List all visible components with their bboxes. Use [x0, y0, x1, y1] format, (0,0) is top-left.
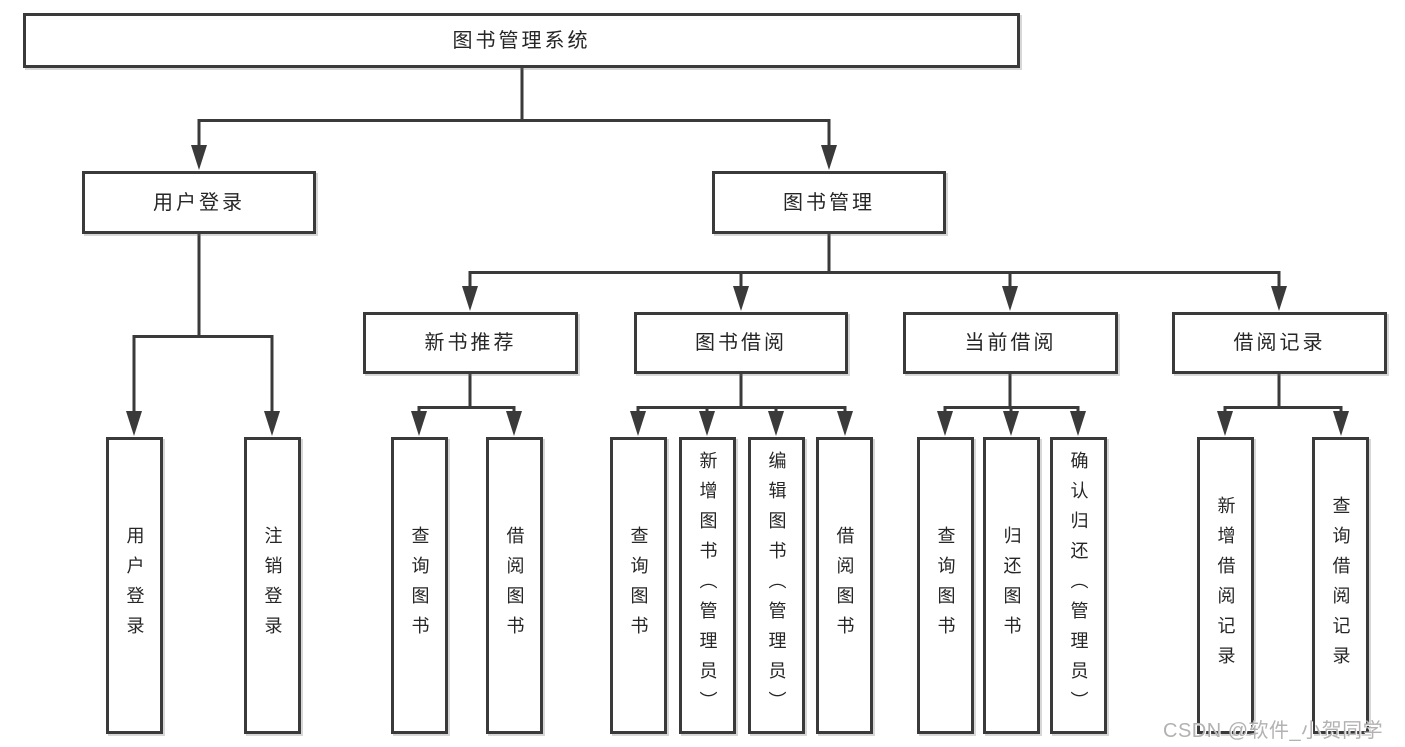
leaf-borrow-books-recommend: 借阅图书	[486, 437, 543, 734]
leaf-return-book: 归还图书	[983, 437, 1040, 734]
leaf-add-borrow-record-label: 新增借阅记录	[1215, 495, 1236, 676]
node-book-management: 图书管理	[712, 171, 946, 234]
leaf-borrow-books-borrow-label: 借阅图书	[834, 525, 855, 646]
leaf-add-book-admin: 新增图书（管理员）	[679, 437, 736, 734]
node-library-system: 图书管理系统	[23, 13, 1020, 68]
leaf-edit-book-admin: 编辑图书（管理员）	[748, 437, 805, 734]
node-user-login-label: 用户登录	[153, 191, 245, 214]
leaf-add-book-admin-label: 新增图书（管理员）	[697, 450, 718, 721]
node-book-management-label: 图书管理	[783, 191, 875, 214]
node-new-book-recommend-label: 新书推荐	[424, 332, 517, 354]
leaf-query-borrow-record-label: 查询借阅记录	[1330, 495, 1351, 676]
leaf-query-books-current: 查询图书	[917, 437, 974, 734]
leaf-logout-label: 注销登录	[262, 525, 283, 646]
leaf-borrow-books-recommend-label: 借阅图书	[504, 525, 525, 646]
leaf-query-books-recommend-label: 查询图书	[409, 525, 430, 646]
node-user-login: 用户登录	[82, 171, 316, 234]
leaf-borrow-books-borrow: 借阅图书	[816, 437, 873, 734]
leaf-query-borrow-record: 查询借阅记录	[1312, 437, 1369, 734]
node-borrow-records-label: 借阅记录	[1233, 332, 1326, 354]
leaf-user-login: 用户登录	[106, 437, 163, 734]
leaf-add-borrow-record: 新增借阅记录	[1197, 437, 1254, 734]
node-book-borrow-label: 图书借阅	[695, 332, 787, 354]
watermark: CSDN @软件_小贺同学	[1163, 720, 1384, 742]
node-current-borrow: 当前借阅	[903, 312, 1118, 374]
leaf-user-login-label: 用户登录	[124, 525, 145, 646]
leaf-query-books-borrow-label: 查询图书	[628, 525, 649, 646]
node-book-borrow: 图书借阅	[634, 312, 848, 374]
node-library-system-label: 图书管理系统	[452, 29, 591, 52]
leaf-confirm-return-admin-label: 确认归还（管理员）	[1068, 450, 1089, 721]
leaf-query-books-current-label: 查询图书	[935, 525, 956, 646]
leaf-logout: 注销登录	[244, 437, 301, 734]
leaf-edit-book-admin-label: 编辑图书（管理员）	[766, 450, 787, 721]
leaf-return-book-label: 归还图书	[1001, 525, 1022, 646]
node-borrow-records: 借阅记录	[1172, 312, 1387, 374]
node-current-borrow-label: 当前借阅	[964, 332, 1057, 354]
node-new-book-recommend: 新书推荐	[363, 312, 578, 374]
leaf-query-books-borrow: 查询图书	[610, 437, 667, 734]
leaf-query-books-recommend: 查询图书	[391, 437, 448, 734]
leaf-confirm-return-admin: 确认归还（管理员）	[1050, 437, 1107, 734]
